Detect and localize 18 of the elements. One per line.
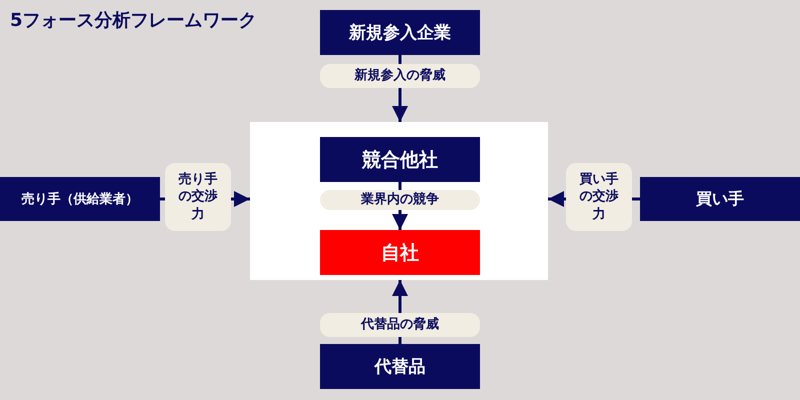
edge-label: 業界内の競争 — [320, 190, 480, 210]
edge-label: 新規参入の脅威 — [320, 64, 480, 88]
entrant-box: 新規参入企業 — [320, 10, 480, 55]
arrow — [392, 182, 408, 230]
arrow — [392, 55, 408, 122]
competitor-box: 競合他社 — [320, 137, 480, 182]
arrow — [548, 191, 640, 207]
buyer-box: 買い手 — [640, 177, 800, 221]
arrow — [160, 191, 250, 207]
edge-label: 買い手の交渉力 — [566, 163, 632, 231]
title: 5フォース分析フレームワーク — [10, 9, 257, 32]
substitute-box: 代替品 — [320, 344, 480, 389]
supplier-box: 売り手（供給業者） — [0, 177, 160, 221]
edge-label: 代替品の脅威 — [320, 313, 480, 337]
company-box: 自社 — [320, 230, 480, 275]
edge-label: 売り手の交渉力 — [165, 163, 231, 231]
arrow — [392, 280, 408, 344]
industry-panel — [250, 122, 548, 280]
